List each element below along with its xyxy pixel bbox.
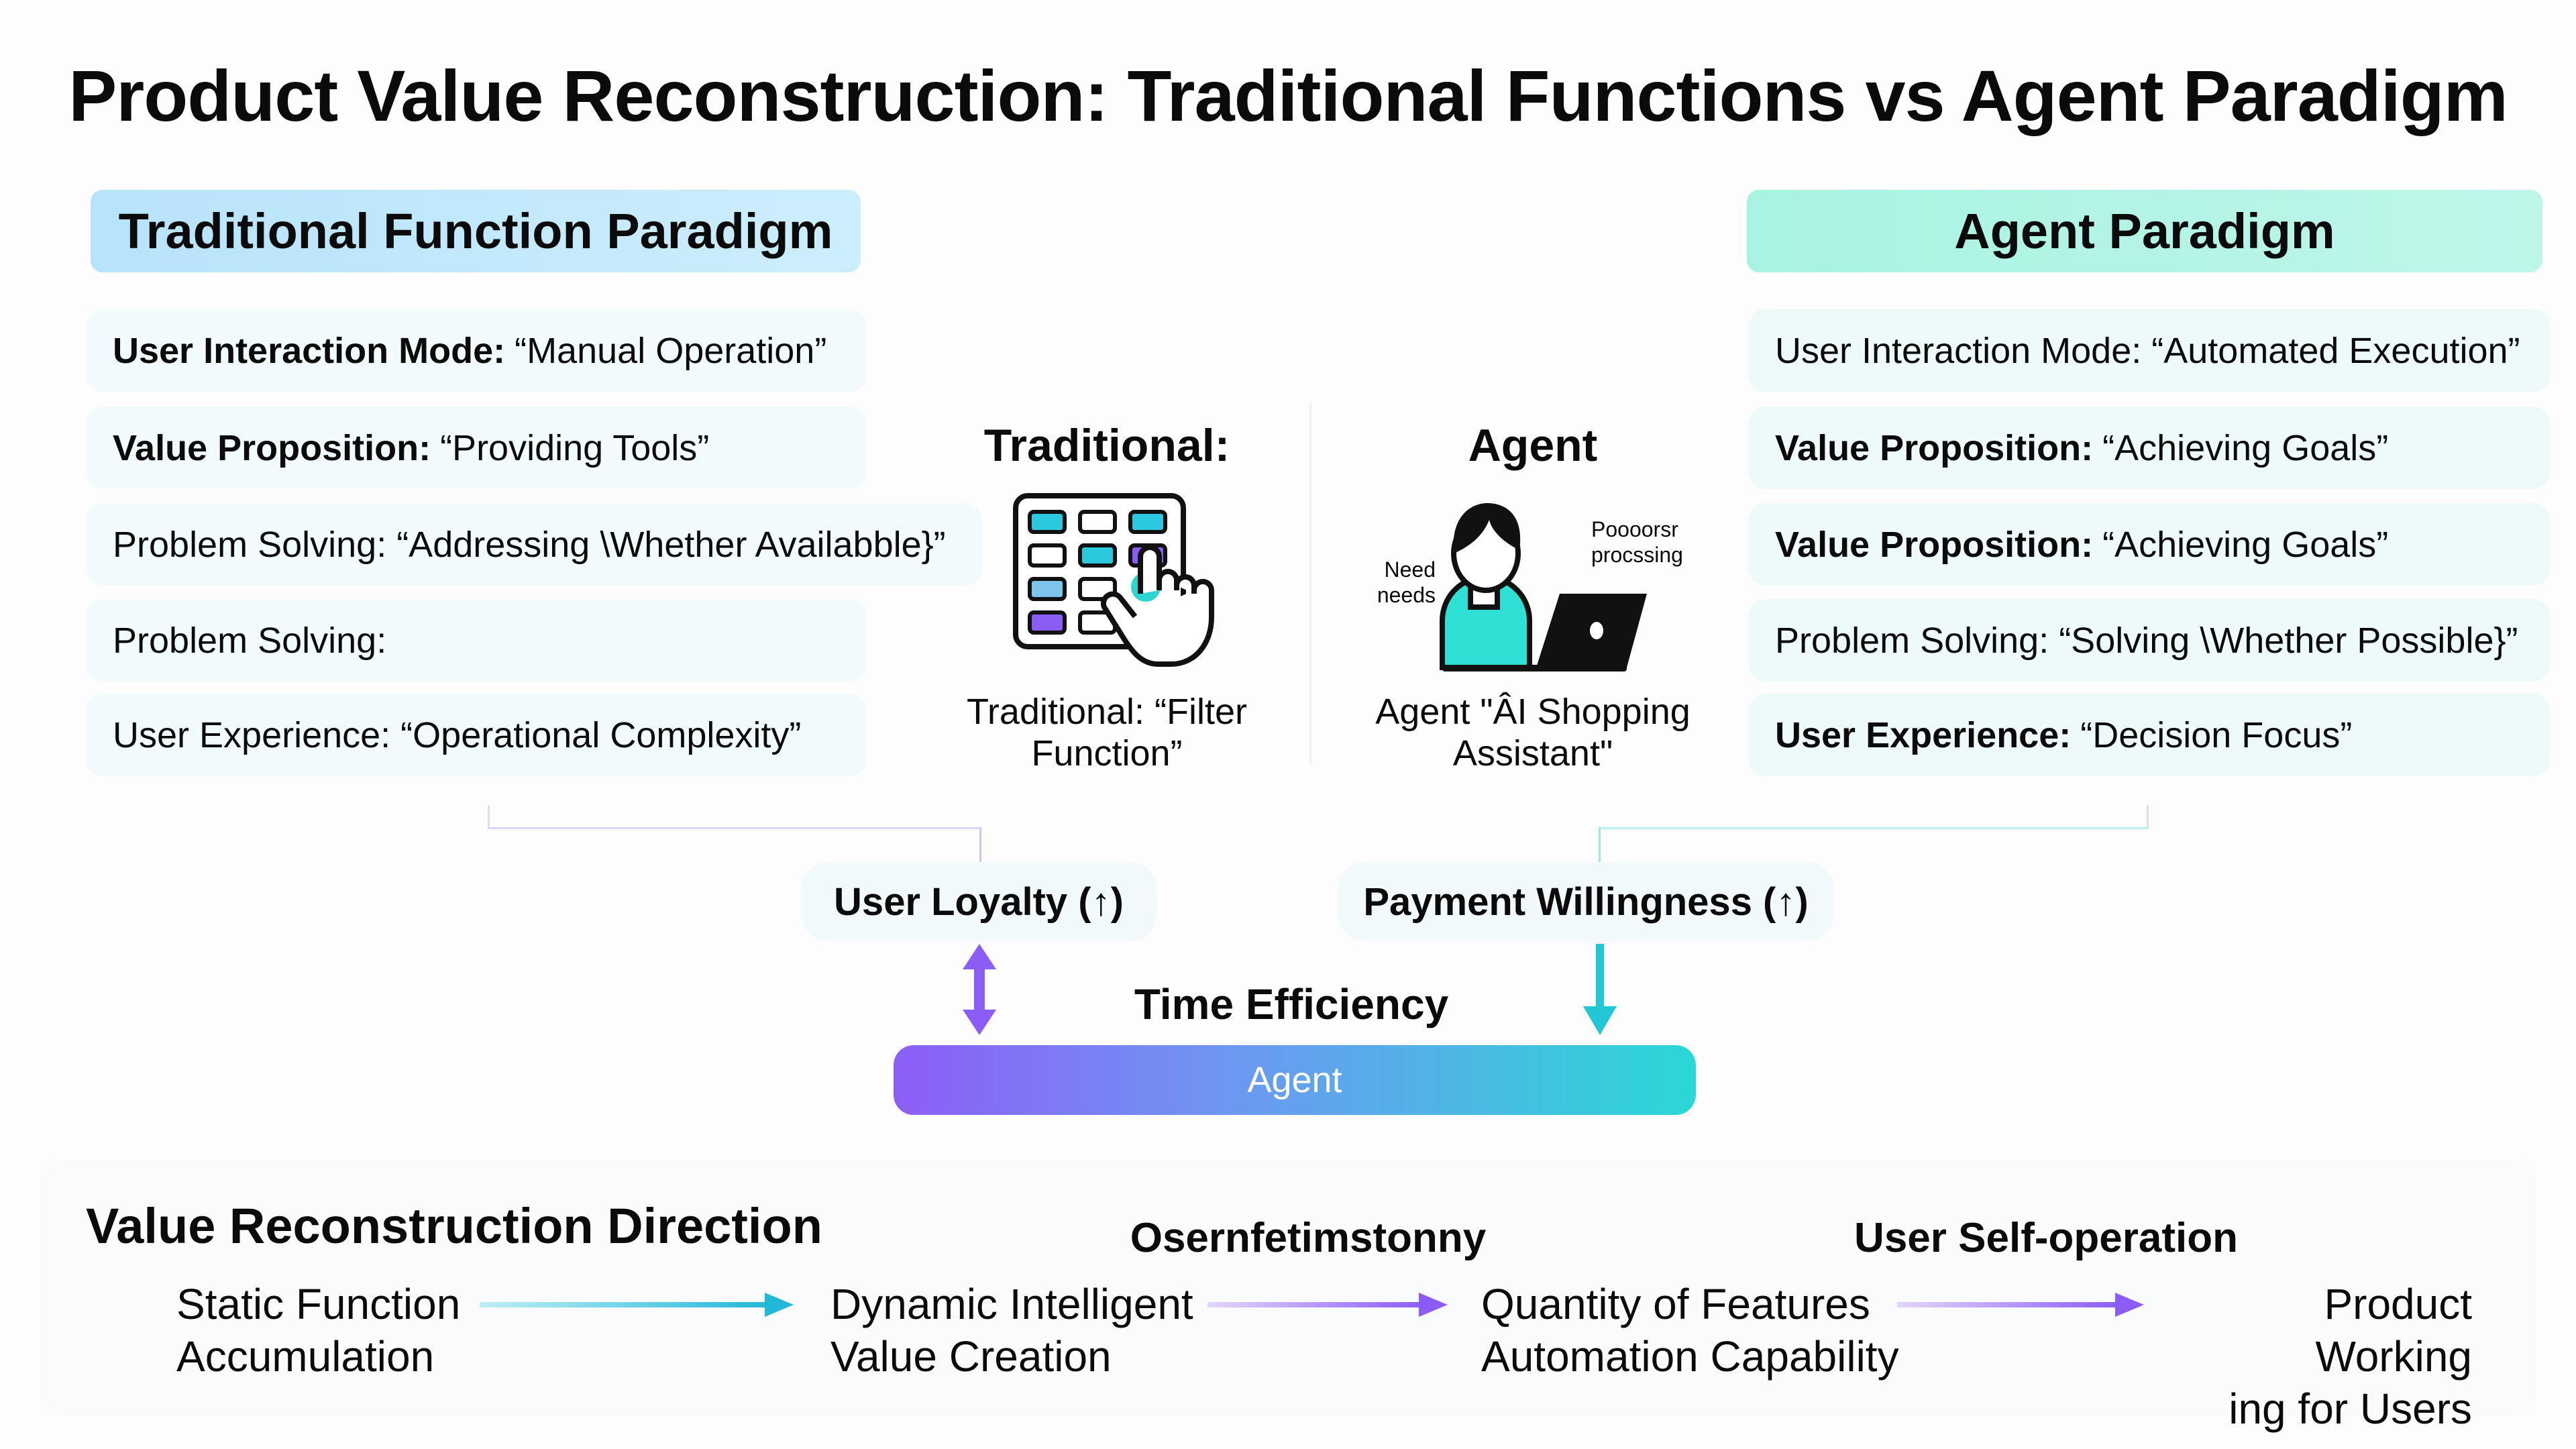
bottom-panel: [40, 1161, 2536, 1415]
traditional-row: Value Proposition:“Providing Tools”: [86, 407, 867, 489]
connector-line: [488, 827, 981, 829]
agent-row: User Interaction Mode: “Automated Execut…: [1748, 309, 2551, 392]
row-value: “Achieving Goals”: [2102, 427, 2389, 468]
traditional-row: User Interaction Mode:“Manual Operation”: [86, 309, 867, 392]
agent-title: Agent: [1468, 420, 1598, 471]
step-line: ing for Users: [2229, 1385, 2472, 1433]
value-direction-heading: Value Reconstruction Direction: [86, 1198, 822, 1254]
step-line: Dynamic Intelligent: [830, 1280, 1193, 1328]
filter-grid-hand-icon: [1013, 493, 1214, 667]
traditional-title: Traditional:: [983, 420, 1230, 471]
traditional-paradigm-header: Traditional Function Paradigm: [91, 190, 861, 272]
user-loyalty-pill: User Loyalty (↑): [801, 862, 1157, 941]
time-efficiency-label: Time Efficiency: [1134, 980, 1449, 1028]
traditional-caption: Traditional: “Filter Function”: [966, 692, 1248, 773]
row-value: User Interaction Mode: “Automated Execut…: [1775, 330, 2520, 371]
agent-note-needs: Need needs: [1377, 557, 1436, 607]
arrow-right-icon: [1208, 1293, 1448, 1317]
double-arrow-icon: [963, 944, 996, 1035]
connector-line: [1599, 827, 2149, 829]
row-value: Problem Solving: “Solving \Whether Possi…: [1775, 620, 2518, 661]
step-line: Value Creation: [830, 1332, 1112, 1381]
step-line: Quantity of Features: [1481, 1280, 1870, 1328]
row-label: User Experience:: [1775, 714, 2072, 755]
row-label: Value Proposition:: [1775, 427, 2094, 468]
arrow-right-icon: [1897, 1293, 2144, 1317]
arrow-right-icon: [480, 1293, 794, 1317]
agent-row: Value Proposition:“Achieving Goals”: [1748, 407, 2551, 489]
center-divider: [1309, 402, 1311, 765]
row-value: “Manual Operation”: [515, 330, 827, 371]
agent-row: Value Proposition:“Achieving Goals”: [1748, 503, 2551, 586]
step-line: Product Working: [2315, 1280, 2472, 1381]
agent-note-processing: Poooorsr procssing: [1591, 517, 1683, 567]
connector-line: [2147, 805, 2149, 828]
payment-willingness-pill: Payment Willingness (↑): [1338, 862, 1834, 941]
step-line: Automation Capability: [1481, 1332, 1899, 1381]
row-label: Value Proposition:: [113, 427, 431, 468]
agent-bar: Agent: [894, 1045, 1696, 1115]
direction-label: User Self-operation: [1854, 1215, 2238, 1261]
page-title: Product Value Reconstruction: Traditiona…: [68, 55, 2508, 136]
row-value: “Decision Focus”: [2080, 714, 2353, 755]
agent-person-laptop-icon: [1440, 503, 1647, 672]
traditional-row: Problem Solving: “Addressing \Whether Av…: [86, 503, 982, 586]
row-value: “Achieving Goals”: [2102, 524, 2389, 565]
agent-row: User Experience:“Decision Focus”: [1748, 694, 2551, 776]
agent-caption: Agent "ÂI Shopping Assistant": [1375, 692, 1690, 773]
row-value: User Experience: “Operational Complexity…: [113, 714, 802, 755]
row-value: Problem Solving:: [113, 620, 387, 661]
row-label: Value Proposition:: [1775, 524, 2094, 565]
down-arrow-icon: [1583, 944, 1617, 1035]
direction-label: Osernfetimstonny: [1130, 1215, 1487, 1261]
traditional-row: Problem Solving:: [86, 599, 867, 682]
traditional-row: User Experience: “Operational Complexity…: [86, 694, 867, 776]
agent-row: Problem Solving: “Solving \Whether Possi…: [1748, 599, 2551, 682]
connector-line: [979, 827, 981, 864]
step-line: Static Function: [176, 1280, 461, 1328]
step-line: Accumulation: [176, 1332, 435, 1381]
connector-line: [1599, 827, 1601, 864]
row-value: Problem Solving: “Addressing \Whether Av…: [113, 524, 946, 565]
row-value: “Providing Tools”: [440, 427, 710, 468]
row-label: User Interaction Mode:: [113, 330, 506, 371]
connector-line: [488, 805, 490, 828]
agent-paradigm-header: Agent Paradigm: [1747, 190, 2542, 272]
